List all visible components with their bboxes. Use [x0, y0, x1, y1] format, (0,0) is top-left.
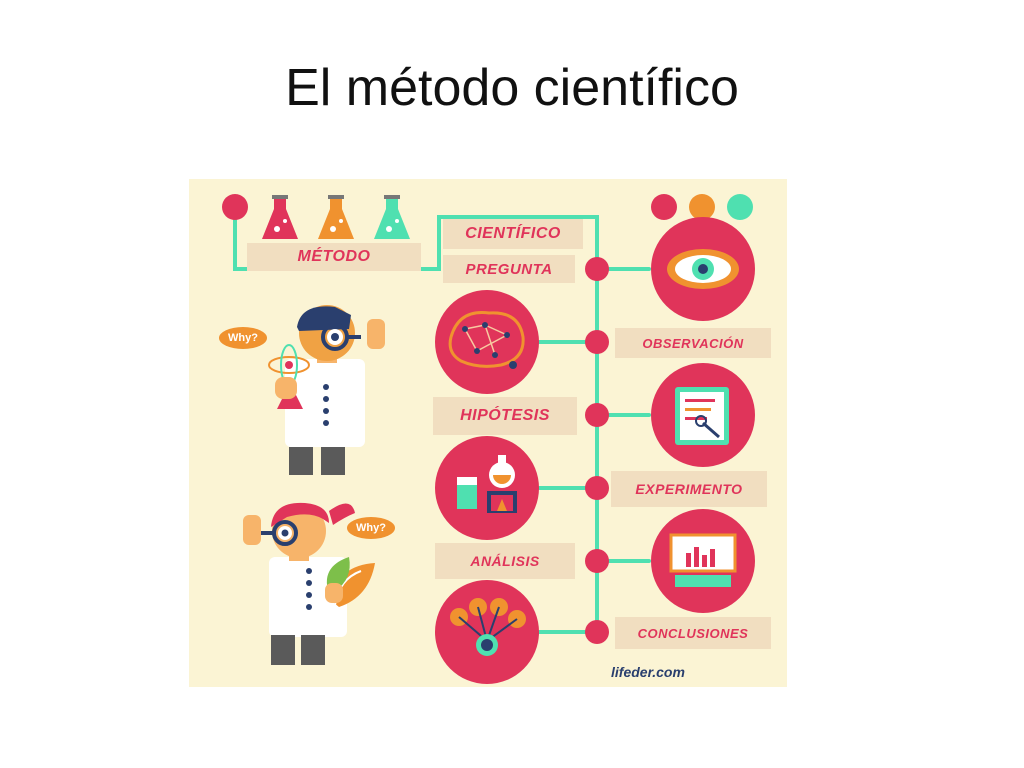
step-label-conclusiones: CONCLUSIONES	[615, 617, 771, 649]
scientific-method-infographic: CIENTÍFICO MÉTODO PREGUNTA OBSERVACIÓN H…	[189, 179, 787, 687]
slide-title: El método científico	[285, 59, 739, 117]
lab-flask-icon	[435, 436, 539, 540]
source-credit: lifeder.com	[611, 664, 685, 680]
step-label-observacion: OBSERVACIÓN	[615, 328, 771, 358]
flask-icons	[262, 195, 410, 239]
male-scientist-illustration	[268, 305, 385, 475]
decorative-dots	[651, 194, 753, 220]
eye-icon	[651, 217, 755, 321]
female-scientist-illustration	[243, 502, 375, 665]
clipboard-icon	[651, 363, 755, 467]
step-label-experimento: EXPERIMENTO	[611, 471, 767, 507]
infographic-artwork	[222, 194, 755, 684]
bar-chart-monitor-icon	[651, 509, 755, 613]
why-bubble-male: Why?	[219, 327, 267, 349]
heading-cientifico-label: CIENTÍFICO	[443, 219, 583, 249]
brain-network-icon	[435, 290, 539, 394]
heading-metodo-label: MÉTODO	[247, 243, 421, 271]
why-bubble-female: Why?	[347, 517, 395, 539]
start-dot	[222, 194, 248, 220]
step-label-hipotesis: HIPÓTESIS	[433, 397, 577, 435]
step-label-pregunta: PREGUNTA	[443, 255, 575, 283]
connection-network-icon	[435, 580, 539, 684]
step-label-analisis: ANÁLISIS	[435, 543, 575, 579]
timeline-dots	[585, 257, 609, 644]
